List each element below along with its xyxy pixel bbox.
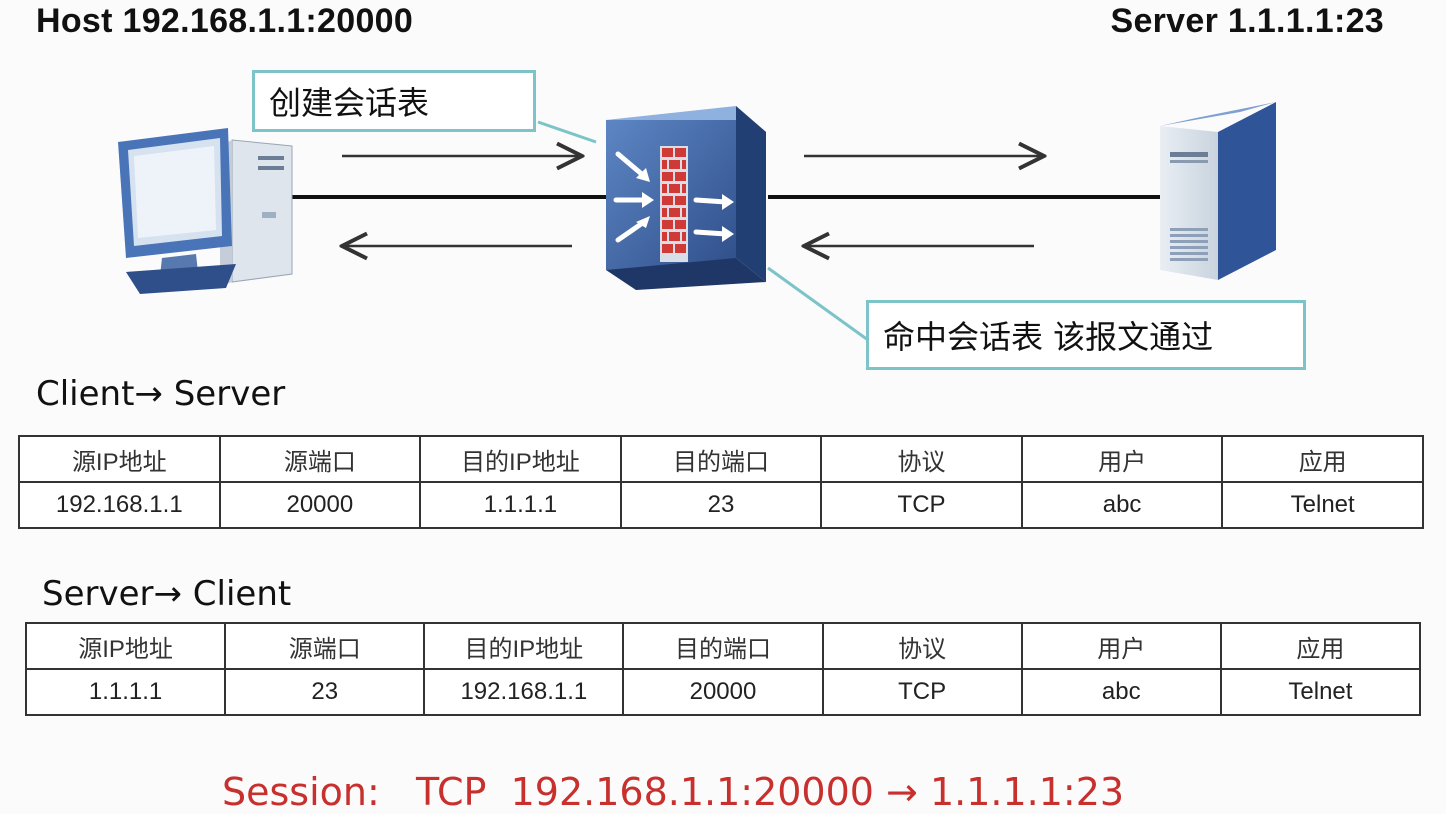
callout-create-session-table: 创建会话表 — [252, 70, 536, 132]
header-user: 用户 — [1020, 622, 1222, 670]
cell-protocol: TCP — [820, 481, 1023, 529]
cell-src-ip: 192.168.1.1 — [18, 481, 221, 529]
firewall-icon — [606, 106, 766, 290]
cell-user: abc — [1020, 668, 1222, 716]
client-to-server-table: 源IP地址 源端口 目的IP地址 目的端口 协议 用户 应用 192.168.1… — [18, 435, 1424, 529]
header-src-ip: 源IP地址 — [18, 435, 221, 483]
header-protocol: 协议 — [820, 435, 1023, 483]
cell-dst-port: 23 — [619, 481, 823, 529]
callout-hit-session-table: 命中会话表 该报文通过 — [866, 300, 1306, 370]
header-dst-port: 目的端口 — [619, 435, 823, 483]
header-application: 应用 — [1221, 435, 1424, 483]
cell-dst-port: 20000 — [622, 668, 824, 716]
cell-user: abc — [1020, 481, 1224, 529]
cell-protocol: TCP — [821, 668, 1023, 716]
cell-src-port: 20000 — [218, 481, 422, 529]
header-src-port: 源端口 — [218, 435, 422, 483]
server-title: Server 1.1.1.1:23 — [1110, 2, 1384, 40]
table-row: 1.1.1.1 23 192.168.1.1 20000 TCP abc Tel… — [24, 668, 1422, 716]
cell-application: Telnet — [1221, 481, 1424, 529]
table-header-row: 源IP地址 源端口 目的IP地址 目的端口 协议 用户 应用 — [18, 435, 1424, 483]
callout-create-leader — [537, 120, 597, 144]
callout-hit-leader — [767, 266, 869, 342]
header-dst-ip: 目的IP地址 — [423, 622, 625, 670]
header-application: 应用 — [1219, 622, 1422, 670]
header-dst-port: 目的端口 — [622, 622, 824, 670]
server-to-client-label: Server→ Client — [42, 574, 292, 614]
header-src-ip: 源IP地址 — [24, 622, 227, 670]
header-dst-ip: 目的IP地址 — [419, 435, 622, 483]
server-icon — [1160, 102, 1276, 280]
header-user: 用户 — [1020, 435, 1224, 483]
cell-application: Telnet — [1219, 668, 1422, 716]
host-title: Host 192.168.1.1:20000 — [36, 2, 414, 40]
computer-icon — [118, 128, 293, 294]
session-summary: Session: TCP 192.168.1.1:20000 → 1.1.1.1… — [222, 770, 1125, 814]
table-header-row: 源IP地址 源端口 目的IP地址 目的端口 协议 用户 应用 — [24, 622, 1422, 670]
header-protocol: 协议 — [821, 622, 1023, 670]
table-row: 192.168.1.1 20000 1.1.1.1 23 TCP abc Tel… — [18, 481, 1424, 529]
header-src-port: 源端口 — [224, 622, 426, 670]
server-to-client-table: 源IP地址 源端口 目的IP地址 目的端口 协议 用户 应用 1.1.1.1 2… — [24, 622, 1422, 716]
cell-dst-ip: 192.168.1.1 — [423, 668, 625, 716]
client-to-server-label: Client→ Server — [36, 374, 286, 414]
cell-src-ip: 1.1.1.1 — [24, 668, 227, 716]
cell-dst-ip: 1.1.1.1 — [419, 481, 622, 529]
cell-src-port: 23 — [224, 668, 426, 716]
